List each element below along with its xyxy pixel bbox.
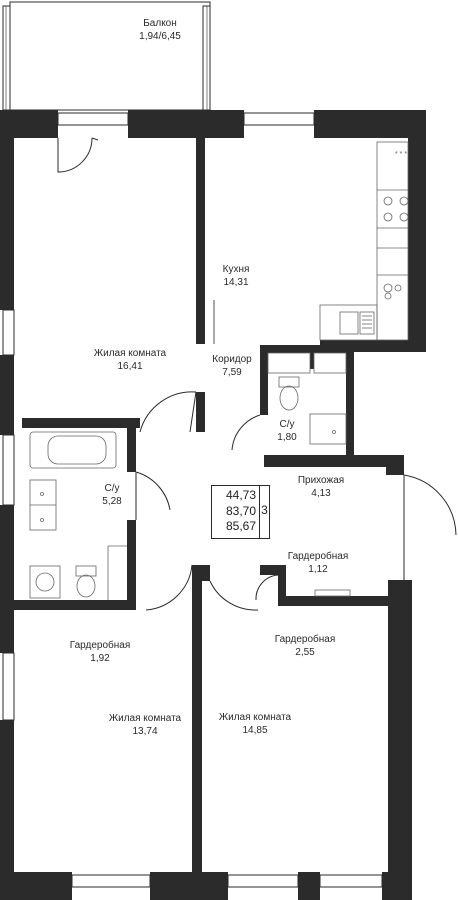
room-label-wardrobe1: Гардеробная 1,12 [288, 550, 349, 576]
room-label-balcony: Балкон 1,94/6,45 [139, 17, 181, 43]
room-label-living3: Жилая комната 14,85 [219, 711, 291, 737]
doors [57, 137, 457, 611]
room-name: Жилая комната [108, 713, 182, 724]
room-area: 14,31 [223, 277, 249, 288]
total-area: 83,70 [225, 503, 256, 518]
room-name: Прихожая [297, 475, 345, 486]
room-name: Жилая комната [93, 348, 167, 359]
total-with-balcony: 85,67 [225, 519, 256, 533]
room-area: 5,28 [102, 496, 122, 507]
room-count: 3 [261, 503, 268, 517]
room-area: 16,41 [117, 361, 143, 372]
summary-divider [259, 486, 260, 538]
exterior-walls [0, 110, 426, 900]
room-label-bath1: С/у 1,80 [277, 418, 296, 444]
room-name: С/у [279, 419, 295, 430]
room-name: Балкон [143, 18, 177, 29]
room-area: 1,92 [90, 653, 110, 664]
room-label-hall: Прихожая 4,13 [298, 474, 344, 500]
living-area: 44,73 [225, 488, 256, 502]
room-area: 1,12 [308, 564, 328, 575]
room-area: 4,13 [311, 488, 331, 499]
room-label-kitchen: Кухня 14,31 [223, 263, 250, 289]
area-values: 44,73 83,70 85,67 [212, 488, 256, 535]
room-label-wardrobe3: Гардеробная 2,55 [275, 633, 336, 659]
svg-text:* * *: * * * [395, 151, 407, 158]
room-area: 1,94/6,45 [139, 31, 181, 42]
room-name: Коридор [212, 354, 252, 365]
room-area: 14,85 [242, 725, 268, 736]
room-name: Гардеробная [69, 640, 131, 651]
interior-walls [14, 138, 388, 885]
kitchen-fixtures: * * * [319, 141, 409, 341]
room-name: Кухня [222, 264, 250, 275]
room-label-living1: Жилая комната 16,41 [94, 347, 166, 373]
room-name: С/у [104, 483, 120, 494]
room-name: Гардеробная [287, 551, 349, 562]
room-area: 2,55 [295, 647, 315, 658]
room-area: 13,74 [132, 726, 158, 737]
room-label-wardrobe2: Гардеробная 1,92 [70, 639, 131, 665]
area-summary-box: 44,73 83,70 85,67 3 [211, 485, 270, 539]
room-label-bath2: С/у 5,28 [102, 482, 121, 508]
room-name: Гардеробная [274, 634, 336, 645]
windows [2, 112, 383, 888]
room-label-living2: Жилая комната 13,74 [109, 712, 181, 738]
wardrobe-shelf [314, 589, 351, 597]
room-name: Жилая комната [218, 712, 292, 723]
room-label-corridor: Коридор 7,59 [212, 353, 252, 379]
bath1-fixtures [267, 352, 347, 445]
room-area: 7,59 [222, 367, 242, 378]
bath2-fixtures [29, 431, 127, 600]
room-area: 1,80 [277, 432, 297, 443]
